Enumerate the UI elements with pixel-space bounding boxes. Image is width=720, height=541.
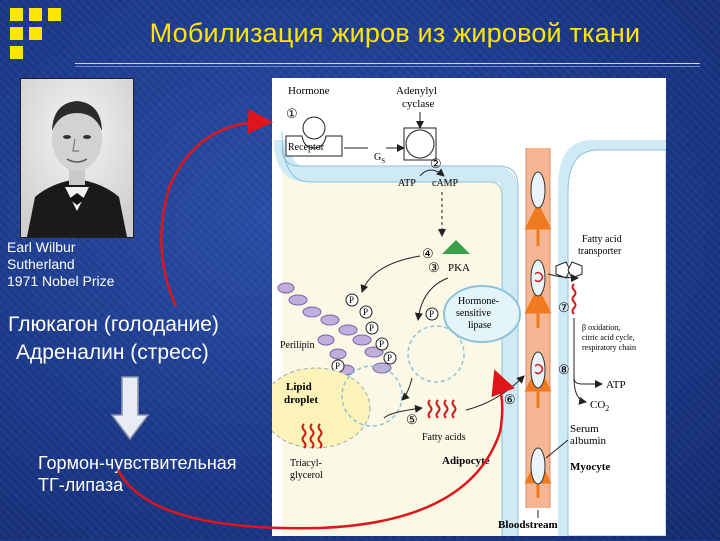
svg-text:P: P xyxy=(379,339,384,349)
step-7: ⑦ xyxy=(558,300,570,315)
hsl-label-3: lipase xyxy=(468,320,492,331)
transporter-label-2: transporter xyxy=(578,246,622,257)
enzyme-label: Гормон-чувствительная ТГ-липаза xyxy=(38,452,237,496)
myocyte-label: Myocyte xyxy=(570,461,610,473)
svg-text:P: P xyxy=(369,323,374,333)
hormone-glucagon: Глюкагон (голодание) xyxy=(8,313,219,336)
lipolysis-diagram-panel: Hormone ① Receptor Adenylyl cyclase GS ②… xyxy=(261,78,667,537)
fatty-acid-transporter-icon xyxy=(555,261,583,279)
hormone-list: Глюкагон (голодание) Адреналин (стресс) xyxy=(8,311,219,367)
serum-albumin-label-2: albumin xyxy=(570,435,607,447)
beta-oxidation-label-1: β oxidation, xyxy=(582,323,620,332)
fatty-acid-myocyte-icon xyxy=(571,283,577,315)
serum-albumin-label-1: Serum xyxy=(570,423,599,435)
photo-caption: Earl Wilbur Sutherland 1971 Nobel Prize xyxy=(7,239,114,290)
camp-label: cAMP xyxy=(432,178,459,189)
enzyme-line-1: Гормон-чувствительная xyxy=(38,453,237,473)
transporter-label-1: Fatty acid xyxy=(582,234,622,245)
albumin-oval xyxy=(530,171,546,209)
hsl-label-1: Hormone- xyxy=(458,296,499,307)
adenylyl-cyclase-label-2: cyclase xyxy=(402,98,434,110)
title-underline xyxy=(75,63,700,64)
hsl-label-2: sensitive xyxy=(456,308,492,319)
bullet-squares-logo xyxy=(10,8,70,64)
svg-text:P: P xyxy=(429,309,434,319)
lipid-droplet-label-1: Lipid xyxy=(286,381,312,393)
step-3: ③ xyxy=(428,260,440,275)
atp-out-label: ATP xyxy=(606,379,626,391)
enzyme-line-2: ТГ-липаза xyxy=(38,475,124,495)
fatty-acids-label: Fatty acids xyxy=(422,432,466,443)
albumin-oval xyxy=(530,447,546,485)
albumin-oval xyxy=(530,351,546,389)
caption-line-surname: Sutherland xyxy=(7,256,75,272)
step-2: ② xyxy=(430,156,442,171)
hormone-label: Hormone xyxy=(288,85,330,97)
pka-triangle xyxy=(442,240,470,254)
portrait-photo xyxy=(20,78,134,238)
hormone-molecule xyxy=(302,116,326,140)
perilipin-label: Perilipin xyxy=(280,340,314,351)
adenylyl-cyclase-label-1: Adenylyl xyxy=(396,85,437,97)
down-arrow-icon xyxy=(110,375,150,441)
atp-label: ATP xyxy=(398,178,416,189)
lipid-droplet-label-2: droplet xyxy=(284,394,318,406)
step-6: ⑥ xyxy=(504,392,516,407)
svg-text:P: P xyxy=(349,295,354,305)
receptor-shape xyxy=(285,135,343,157)
adipocyte-label: Adipocyte xyxy=(442,455,490,467)
hsl-shape xyxy=(443,285,521,343)
pka-label: PKA xyxy=(448,262,470,274)
receptor-label: Receptor xyxy=(288,142,325,153)
hormone-adrenaline: Адреналин (стресс) xyxy=(16,341,209,364)
step-4: ④ xyxy=(422,246,434,261)
triacylglycerol-label-1: Triacyl- xyxy=(290,458,322,469)
caption-line-prize: 1971 Nobel Prize xyxy=(7,273,115,289)
phosphate-groups: P P P P P P P xyxy=(331,293,439,373)
svg-text:P: P xyxy=(335,361,340,371)
triacylglycerol-label-2: glycerol xyxy=(290,470,323,481)
step-1: ① xyxy=(286,106,298,121)
beta-oxidation-label-3: respiratory chain xyxy=(582,343,636,352)
bloodstream-label: Bloodstream xyxy=(498,519,558,531)
co2-label: CO2 xyxy=(590,399,609,413)
beta-oxidation-label-2: citric acid cycle, xyxy=(582,333,635,342)
step-5: ⑤ xyxy=(406,412,418,427)
gs-label: GS xyxy=(374,152,385,165)
svg-text:P: P xyxy=(387,353,392,363)
albumin-oval xyxy=(530,259,546,297)
svg-text:P: P xyxy=(363,307,368,317)
perilipin-chain xyxy=(277,282,392,376)
step-8: ⑧ xyxy=(558,362,570,377)
slide-title: Мобилизация жиров из жировой ткани xyxy=(149,18,641,48)
caption-line-name: Earl Wilbur xyxy=(7,239,76,255)
adenylyl-cyclase-shape xyxy=(405,129,435,159)
title-underline-shadow xyxy=(75,66,700,67)
